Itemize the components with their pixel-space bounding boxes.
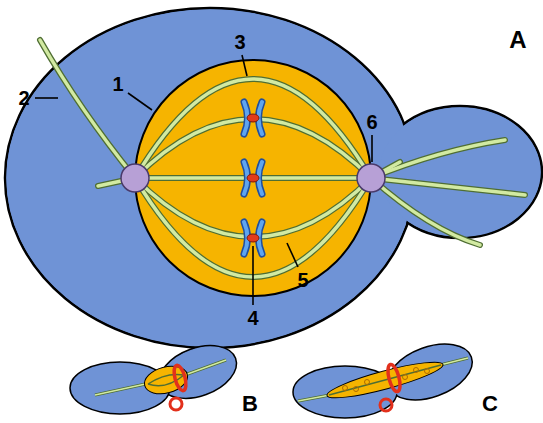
cell-c-part-part [343, 386, 348, 391]
microtubules-part [40, 40, 525, 277]
chromosomes-part-part [247, 234, 259, 242]
callout-number: 3 [234, 32, 245, 52]
panel-letter: B [242, 393, 258, 415]
chromosomes-part-part [244, 102, 262, 134]
leader-lines-part [252, 246, 254, 305]
cell-b [70, 336, 244, 414]
chromosomes-part-part [247, 114, 259, 122]
spindle-pole-bodies-part [357, 164, 385, 192]
spindle-pole-bodies [121, 164, 385, 192]
cell-body-a-part [380, 108, 541, 237]
panel-letter: C [482, 393, 498, 415]
chromosomes-part-part [244, 162, 262, 194]
cell-c [293, 333, 480, 418]
callout-number: 6 [366, 112, 377, 132]
microtubules-part [40, 40, 525, 277]
leader-lines-part [287, 243, 298, 267]
chromosomes-part-part [244, 102, 262, 134]
leader-lines-part [242, 55, 247, 76]
chromosomes-part-part [244, 162, 262, 194]
cell-c-part [386, 363, 403, 393]
chromosomes-part [244, 162, 262, 194]
cell-c-part [329, 365, 441, 395]
chromosomes-part [244, 102, 262, 134]
cell-c-part [325, 356, 446, 404]
leader-lines-part [128, 93, 152, 110]
cell-c-part-part [365, 380, 370, 385]
cell-c-part-part [414, 368, 419, 373]
callout-number: 5 [297, 270, 308, 290]
cell-b-part [141, 362, 190, 399]
callout-number: 2 [18, 88, 29, 108]
cell-body-a [5, 8, 542, 348]
cell-c-part [380, 399, 392, 411]
callout-number: 1 [112, 74, 123, 94]
cell-c-part-part [425, 369, 430, 374]
leader-lines-part [371, 135, 373, 162]
spindle-pole-bodies-part [121, 164, 149, 192]
chromosomes-part-part [247, 174, 259, 182]
leader-lines [35, 55, 372, 305]
cell-c-part-part [354, 387, 359, 392]
microtubules [40, 40, 525, 277]
cell-b-part [172, 364, 188, 392]
leader-lines-part [35, 97, 58, 99]
cell-c-part [343, 368, 430, 392]
panel-letter: A [509, 28, 526, 52]
chromosomes [244, 102, 262, 254]
cell-b-part [170, 398, 182, 410]
callout-number: 4 [247, 308, 258, 328]
cell-c-part-part [403, 375, 408, 380]
